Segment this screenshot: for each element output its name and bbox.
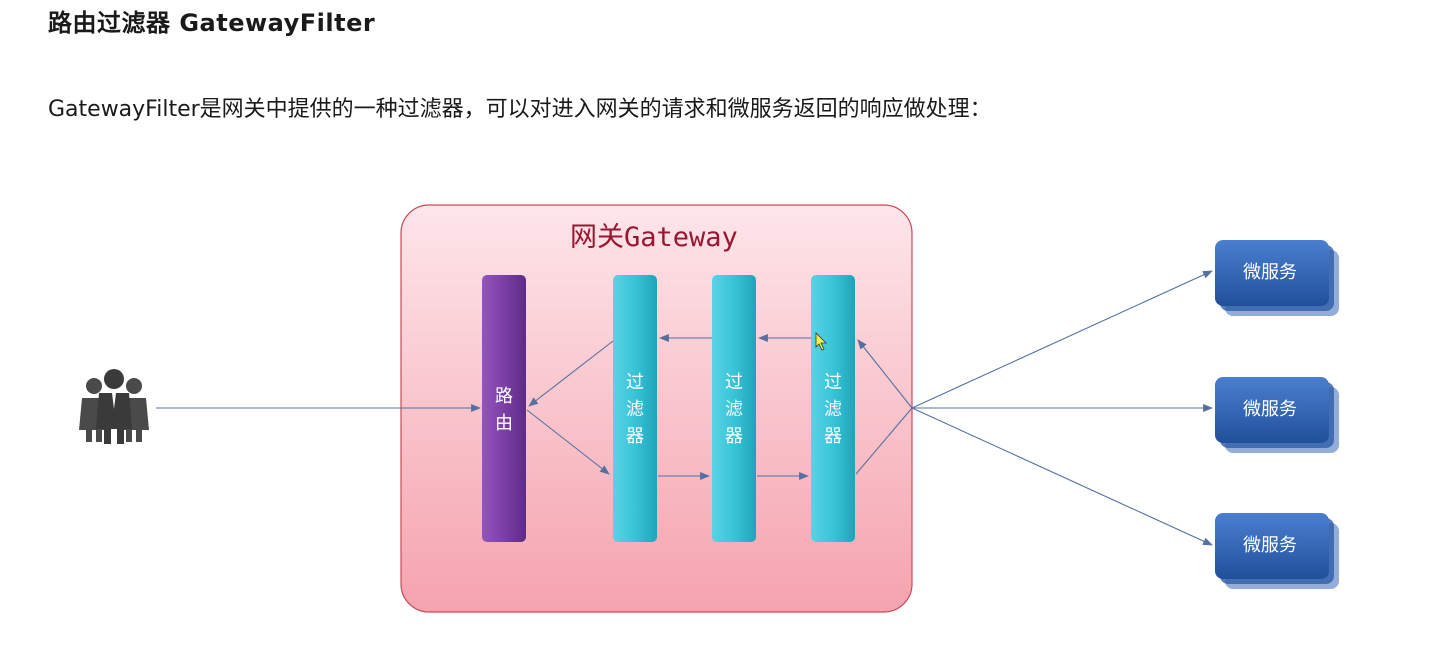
users-group-icon bbox=[79, 369, 149, 444]
mouse-cursor-icon bbox=[815, 332, 827, 351]
microservice-label: 微服务 bbox=[1243, 399, 1297, 420]
filter-label-char: 滤 bbox=[626, 399, 644, 420]
filter-label-char: 滤 bbox=[824, 399, 842, 420]
filter-label-char: 过 bbox=[824, 372, 842, 393]
microservice-box-1: 微服务 bbox=[1215, 240, 1339, 316]
microservice-box-2: 微服务 bbox=[1215, 377, 1339, 453]
page-heading: 路由过滤器 GatewayFilter bbox=[48, 9, 376, 37]
page-description: GatewayFilter是网关中提供的一种过滤器，可以对进入网关的请求和微服务… bbox=[48, 97, 992, 122]
filter-label-char: 器 bbox=[725, 426, 743, 447]
filter-bar-2: 过 滤 器 bbox=[712, 275, 756, 542]
router-label-char: 由 bbox=[495, 413, 513, 434]
filter-bar-1: 过 滤 器 bbox=[613, 275, 657, 542]
filter-label-char: 器 bbox=[824, 426, 842, 447]
microservice-box-3: 微服务 bbox=[1215, 513, 1339, 589]
router-bar: 路 由 bbox=[482, 275, 526, 542]
flow-arrows bbox=[156, 270, 1213, 546]
filter-label-char: 器 bbox=[626, 426, 644, 447]
gateway-title: 网关Gateway bbox=[570, 222, 738, 253]
microservice-label: 微服务 bbox=[1243, 535, 1297, 556]
filter-label-char: 过 bbox=[725, 372, 743, 393]
filter-bar-3: 过 滤 器 bbox=[811, 275, 855, 542]
microservice-label: 微服务 bbox=[1243, 262, 1297, 283]
filter-label-char: 滤 bbox=[725, 399, 743, 420]
filter-label-char: 过 bbox=[626, 372, 644, 393]
router-label-char: 路 bbox=[495, 386, 513, 407]
